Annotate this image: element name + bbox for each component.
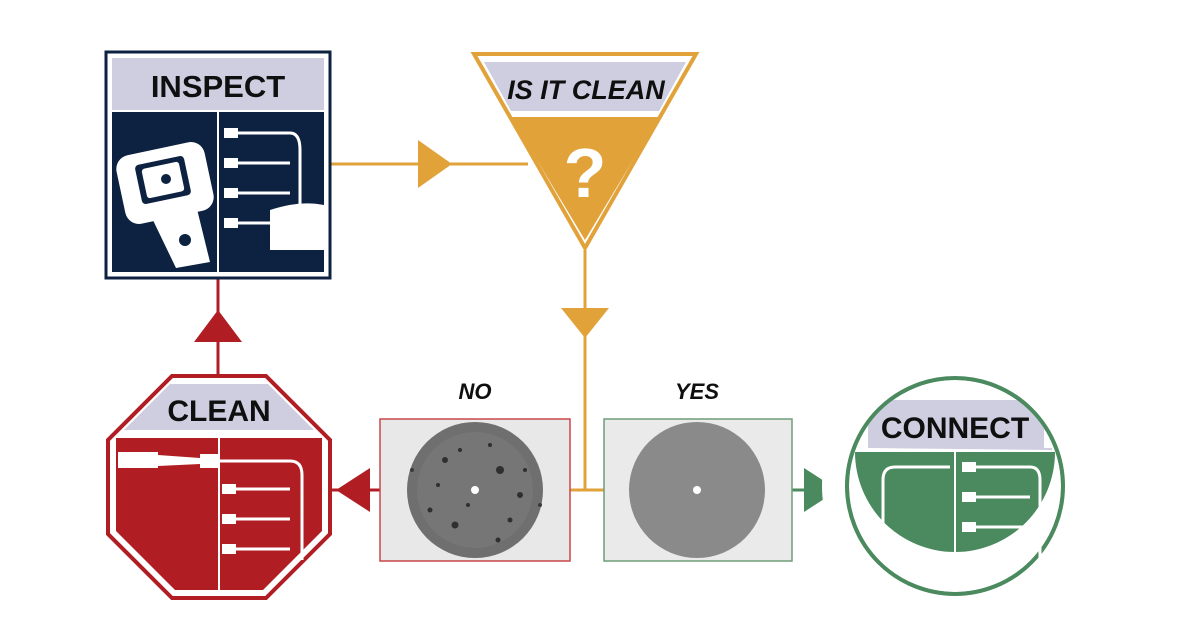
- clean-header-band: [124, 384, 314, 430]
- clean-label: CLEAN: [167, 395, 270, 428]
- arrow-left-to-clean: [336, 468, 370, 512]
- decision-step: IS IT CLEAN ?: [470, 52, 700, 253]
- inspect-header-band: [112, 58, 324, 110]
- arrow-up-to-inspect: [194, 310, 242, 342]
- fiber-connectors-icon: [224, 128, 324, 250]
- fiber-cleaning-icon: [118, 452, 304, 560]
- inspection-scope-icon: [116, 142, 214, 268]
- arrowheads: [194, 140, 838, 512]
- arrow-right-to-decision: [418, 140, 452, 188]
- connect-circle-outline-redraw: [845, 376, 1065, 596]
- arrow-right-to-connect: [804, 468, 838, 512]
- no-label: NO: [459, 379, 492, 404]
- connect-label: CONNECT: [881, 412, 1029, 445]
- connect-header-band-mid: [868, 400, 1044, 448]
- decision-header-band: [484, 62, 686, 111]
- yes-outcome: YES: [603, 379, 793, 562]
- dirty-fiber-endface-image: [407, 422, 543, 558]
- no-outcome: NO: [379, 379, 571, 562]
- decision-label: IS IT CLEAN: [507, 75, 665, 105]
- question-mark-icon: ?: [564, 134, 607, 212]
- clean-step: CLEAN: [106, 374, 332, 600]
- connect-step: CONNECT: [822, 353, 1088, 619]
- clean-fiber-endface-image: [629, 422, 765, 558]
- connect-header-clip: [822, 353, 1088, 619]
- fiber-connect-icon: [881, 462, 1042, 562]
- decision-fill: [511, 117, 659, 240]
- inspect-step: INSPECT: [104, 50, 332, 280]
- inspect-label: INSPECT: [151, 69, 285, 104]
- yes-label: YES: [675, 379, 719, 404]
- arrow-down-to-branches: [561, 308, 609, 338]
